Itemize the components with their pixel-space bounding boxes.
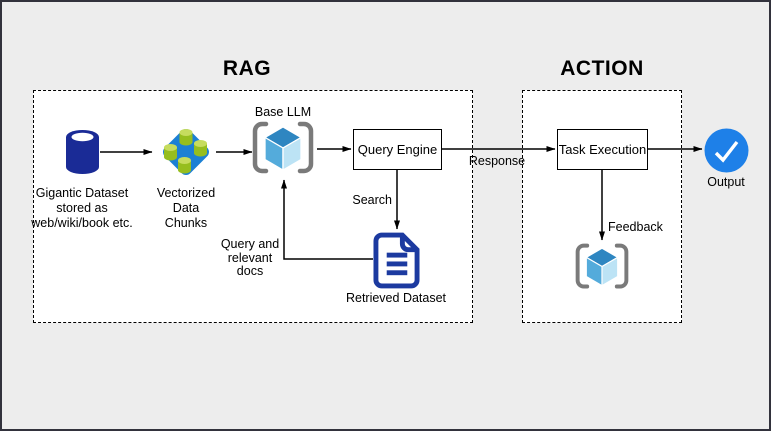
search-edge-label: Search [352, 193, 392, 207]
vectorized-chunks-label: Vectorized Data Chunks [156, 186, 216, 230]
database-icon [66, 130, 99, 174]
base-llm-cube-icon [252, 121, 314, 174]
output-label: Output [707, 175, 745, 189]
task-execution-box: Task Execution [557, 129, 648, 170]
feedback-edge-label: Feedback [608, 220, 663, 234]
output-check-icon [704, 128, 749, 173]
query-docs-edge-label: Query and relevant docs [220, 237, 280, 278]
action-section-title: ACTION [560, 57, 644, 80]
dataset-label: Gigantic Dataset stored as web/wiki/book… [31, 186, 133, 230]
retrieved-dataset-document-icon [373, 232, 420, 289]
retrieved-dataset-label: Retrieved Dataset [345, 291, 447, 305]
feedback-cube-icon [575, 243, 629, 289]
vectorized-chunks-icon [163, 129, 209, 175]
query-engine-box: Query Engine [353, 129, 442, 170]
rag-section-title: RAG [222, 57, 272, 80]
task-execution-label: Task Execution [558, 142, 647, 157]
base-llm-label: Base LLM [254, 105, 312, 119]
query-engine-label: Query Engine [357, 142, 438, 157]
response-edge-label: Response [468, 154, 526, 168]
